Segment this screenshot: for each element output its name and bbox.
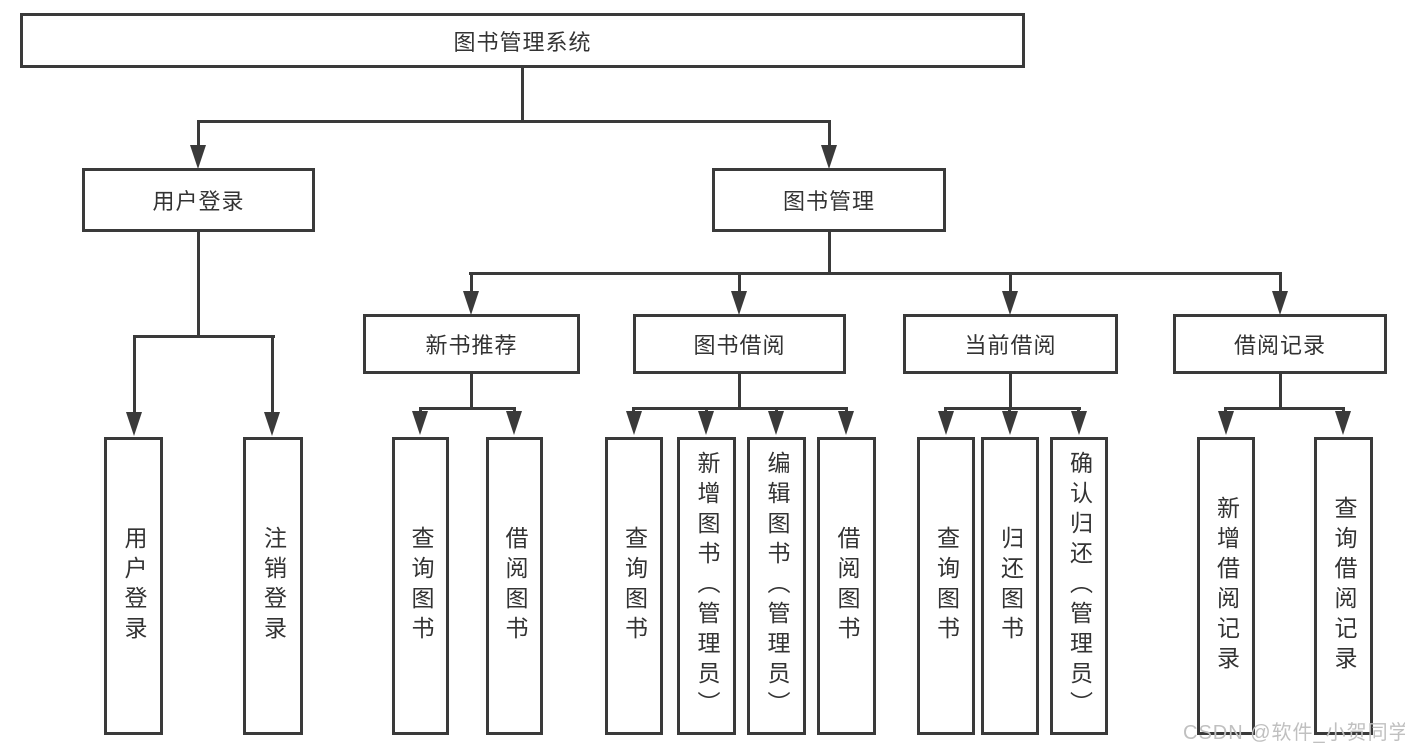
connector-vline — [705, 407, 708, 414]
connector-vline — [828, 120, 831, 148]
leaf-label: 新增借阅记录 — [1213, 496, 1240, 676]
node-label: 图书借阅 — [693, 333, 786, 358]
connector-vline — [1008, 407, 1011, 414]
connector-hline — [632, 407, 847, 410]
connector-vline — [521, 68, 524, 120]
node-new-book-recommendation: 新书推荐 — [363, 314, 580, 374]
connector-vline — [1009, 374, 1012, 407]
connector-vline — [419, 407, 422, 414]
connector-hline — [419, 407, 516, 410]
arrowhead-icon — [1002, 291, 1018, 315]
csdn-watermark: CSDN @软件_小贺同学 — [1183, 722, 1405, 744]
leaf-label: 确认归还（管理员） — [1066, 451, 1093, 721]
node-label: 当前借阅 — [964, 333, 1057, 358]
connector-vline — [197, 232, 200, 335]
connector-vline — [133, 335, 136, 413]
leaf-return-books: 归还图书 — [981, 437, 1039, 735]
connector-vline — [845, 407, 848, 414]
connector-vline — [1279, 374, 1282, 407]
leaf-logout: 注销登录 — [243, 437, 303, 735]
node-library-management-system: 图书管理系统 — [20, 13, 1025, 68]
leaf-edit-books-admin: 编辑图书（管理员） — [747, 437, 806, 735]
connector-vline — [828, 232, 831, 272]
arrowhead-icon — [126, 412, 142, 436]
arrowhead-icon — [463, 291, 479, 315]
leaf-add-books-admin: 新增图书（管理员） — [677, 437, 736, 735]
leaf-add-borrow-record: 新增借阅记录 — [1197, 437, 1255, 735]
arrowhead-icon — [1071, 411, 1087, 435]
connector-hline — [944, 407, 1081, 410]
leaf-label: 归还图书 — [997, 526, 1024, 646]
connector-vline — [738, 272, 741, 294]
connector-vline — [1279, 272, 1282, 294]
node-current-borrowing: 当前借阅 — [903, 314, 1118, 374]
arrowhead-icon — [264, 412, 280, 436]
leaf-borrow-books-recommend: 借阅图书 — [486, 437, 543, 735]
node-label: 新书推荐 — [425, 333, 518, 358]
connector-vline — [738, 374, 741, 407]
connector-vline — [775, 407, 778, 414]
node-book-management: 图书管理 — [712, 168, 946, 232]
arrowhead-icon — [506, 411, 522, 435]
leaf-query-borrow-record: 查询借阅记录 — [1314, 437, 1373, 735]
leaf-label: 借阅图书 — [834, 526, 860, 646]
leaf-label: 编辑图书（管理员） — [764, 451, 790, 721]
connector-hline — [1224, 407, 1345, 410]
leaf-label: 新增图书（管理员） — [694, 451, 720, 721]
connector-vline — [944, 407, 947, 414]
connector-vline — [271, 335, 274, 413]
node-book-borrowing: 图书借阅 — [633, 314, 846, 374]
leaf-borrow-books: 借阅图书 — [817, 437, 876, 735]
leaf-label: 查询图书 — [408, 526, 434, 646]
connector-vline — [632, 407, 635, 414]
connector-hline — [469, 272, 1282, 275]
arrowhead-icon — [1272, 291, 1288, 315]
connector-hline — [133, 335, 275, 338]
arrowhead-icon — [821, 145, 837, 169]
connector-hline — [197, 120, 831, 123]
leaf-label: 查询图书 — [933, 526, 960, 646]
connector-vline — [1342, 407, 1345, 414]
leaf-label: 查询图书 — [621, 526, 648, 646]
arrowhead-icon — [698, 411, 714, 435]
arrowhead-icon — [1335, 411, 1351, 435]
connector-vline — [1009, 272, 1012, 294]
node-label: 图书管理系统 — [453, 29, 592, 55]
connector-vline — [470, 374, 473, 407]
leaf-label: 借阅图书 — [502, 526, 528, 646]
leaf-label: 查询借阅记录 — [1331, 496, 1357, 676]
node-label: 用户登录 — [152, 189, 245, 214]
connector-vline — [1224, 407, 1227, 414]
arrowhead-icon — [1218, 411, 1234, 435]
node-label: 图书管理 — [782, 189, 875, 214]
leaf-confirm-return-admin: 确认归还（管理员） — [1050, 437, 1108, 735]
leaf-query-books-recommend: 查询图书 — [392, 437, 449, 735]
leaf-query-books-current: 查询图书 — [917, 437, 975, 735]
arrowhead-icon — [938, 411, 954, 435]
node-user-login: 用户登录 — [82, 168, 315, 232]
arrowhead-icon — [626, 411, 642, 435]
leaf-query-books-borrowing: 查询图书 — [605, 437, 663, 735]
arrowhead-icon — [731, 291, 747, 315]
connector-vline — [470, 272, 473, 294]
arrowhead-icon — [190, 145, 206, 169]
arrowhead-icon — [768, 411, 784, 435]
leaf-user-login: 用户登录 — [104, 437, 163, 735]
connector-vline — [197, 120, 200, 148]
leaf-label: 用户登录 — [121, 526, 147, 646]
leaf-label: 注销登录 — [260, 526, 287, 646]
arrowhead-icon — [412, 411, 428, 435]
arrowhead-icon — [838, 411, 854, 435]
connector-vline — [1077, 407, 1080, 414]
node-borrowing-records: 借阅记录 — [1173, 314, 1387, 374]
node-label: 借阅记录 — [1233, 333, 1326, 358]
connector-vline — [513, 407, 516, 414]
arrowhead-icon — [1002, 411, 1018, 435]
